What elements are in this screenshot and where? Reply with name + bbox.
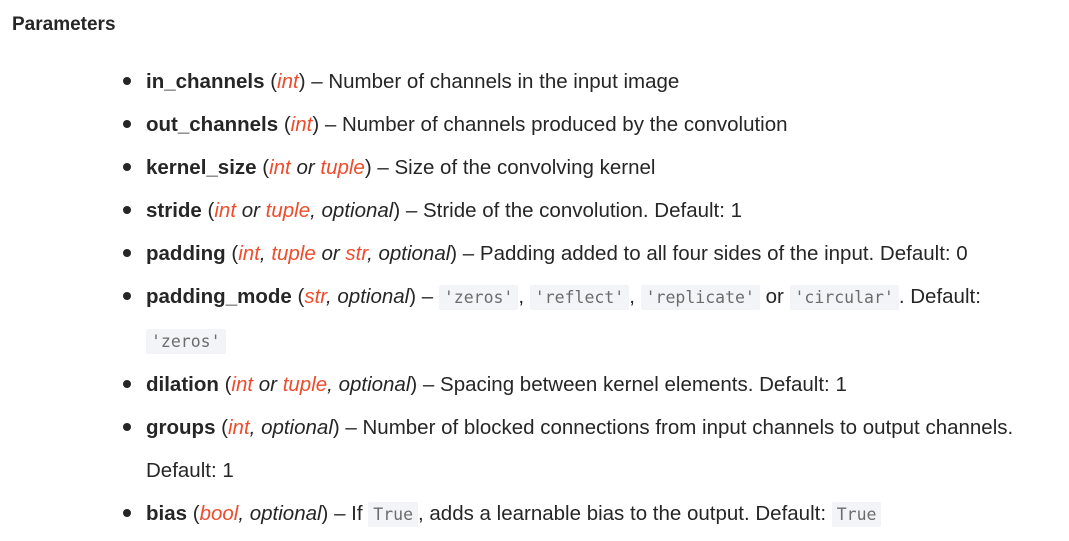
section-title: Parameters [12, 14, 116, 35]
param-description: Number of channels produced by the convo… [341, 113, 788, 136]
param-out-channels: out_channels (int) – Number of channels … [120, 103, 1065, 146]
optional-label: optional [338, 373, 411, 396]
param-name: in_channels [146, 70, 265, 93]
param-name: dilation [146, 373, 219, 396]
param-name: bias [146, 502, 188, 525]
type-link-str[interactable]: str [345, 242, 368, 265]
param-stride: stride (int or tuple, optional) – Stride… [120, 189, 1065, 232]
param-description: If [351, 502, 369, 525]
type-link-int[interactable]: int [231, 373, 254, 396]
param-groups: groups (int, optional) – Number of block… [120, 406, 1065, 492]
code-value-reflect: 'reflect' [529, 285, 630, 310]
param-description: Number of blocked connections from input… [146, 416, 1014, 482]
type-link-tuple[interactable]: tuple [265, 199, 311, 222]
type-link-tuple[interactable]: tuple [320, 156, 365, 179]
param-name: stride [146, 199, 202, 222]
param-name: padding_mode [146, 285, 292, 308]
param-name: out_channels [146, 113, 279, 136]
param-description: Spacing between kernel elements. Default… [440, 373, 847, 396]
param-description: Padding added to all four sides of the i… [479, 242, 968, 265]
code-value-zeros: 'zeros' [438, 285, 519, 310]
optional-label: optional [249, 502, 322, 525]
param-kernel-size: kernel_size (int or tuple) – Size of the… [120, 146, 1065, 189]
code-value-circular: 'circular' [789, 285, 899, 310]
type-link-str[interactable]: str [304, 285, 326, 308]
type-link-int[interactable]: int [277, 70, 299, 93]
parameter-list: in_channels (int) – Number of channels i… [120, 60, 1065, 536]
param-bias: bias (bool, optional) – If True, adds a … [120, 492, 1065, 536]
type-link-tuple[interactable]: tuple [271, 242, 316, 265]
param-padding-mode: padding_mode (str, optional) – 'zeros', … [120, 275, 1065, 363]
param-padding: padding (int, tuple or str, optional) – … [120, 232, 1065, 275]
default-label: . Default: [898, 285, 981, 308]
param-description: Size of the convolving kernel [394, 156, 656, 179]
optional-label: optional [261, 416, 333, 439]
type-link-int[interactable]: int [228, 416, 250, 439]
param-description: Number of channels in the input image [328, 70, 680, 93]
code-default-value: True [831, 502, 882, 527]
type-link-tuple[interactable]: tuple [282, 373, 328, 396]
param-description: Stride of the convolution. Default: 1 [422, 199, 743, 222]
code-value-replicate: 'replicate' [640, 285, 760, 310]
param-description: , adds a learnable bias to the output. D… [418, 502, 832, 525]
optional-label: optional [337, 285, 410, 308]
code-default-value: 'zeros' [146, 329, 226, 354]
param-name: kernel_size [146, 156, 257, 179]
type-link-int[interactable]: int [238, 242, 260, 265]
optional-label: optional [321, 199, 394, 222]
type-link-bool[interactable]: bool [199, 502, 239, 525]
param-name: groups [146, 416, 216, 439]
param-dilation: dilation (int or tuple, optional) – Spac… [120, 363, 1065, 406]
param-name: padding [146, 242, 226, 265]
optional-label: optional [378, 242, 451, 265]
code-value-true: True [368, 502, 419, 527]
type-link-int[interactable]: int [269, 156, 291, 179]
param-in-channels: in_channels (int) – Number of channels i… [120, 60, 1065, 103]
type-link-int[interactable]: int [214, 199, 237, 222]
type-link-int[interactable]: int [290, 113, 313, 136]
